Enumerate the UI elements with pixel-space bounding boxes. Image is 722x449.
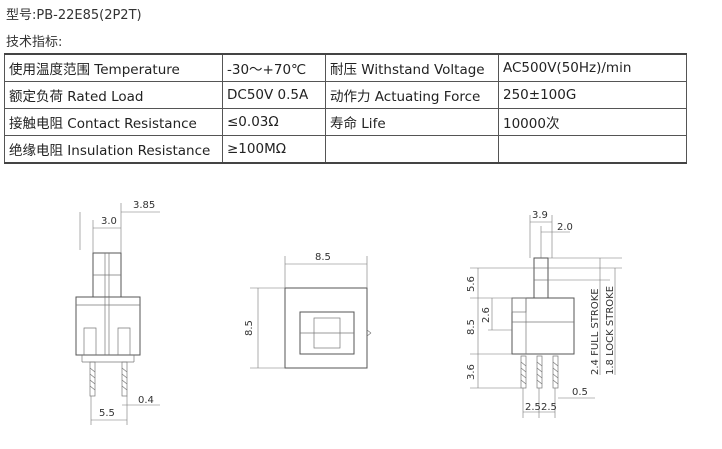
top-dim-width: 8.5 [315,252,331,263]
top-dim-height: 8.5 [244,320,255,336]
spec-cell [498,135,687,164]
front-dim-left-a: 5.6 [466,276,477,292]
side-dim-top-a: 3.0 [101,216,117,227]
front-dim-left-d: 3.6 [466,364,477,380]
spec-cell: 寿命 Life [325,108,499,136]
spec-cell: DC50V 0.5A [222,81,326,109]
spec-cell: AC500V(50Hz)/min [498,53,687,82]
spec-cell: 额定负荷 Rated Load [4,81,223,109]
front-dim-top-b: 2.0 [557,222,573,233]
spec-cell: ≤0.03Ω [222,108,326,136]
side-dim-bottom-b: 0.4 [138,395,154,406]
front-view: 2.4 FULL STROKE 1.8 LOCK STROKE 3.9 2.0 … [466,210,622,418]
front-dim-bottom-b: 2.5 [541,402,557,413]
side-dim-top-b: 3.85 [133,200,155,211]
table-row: 额定负荷 Rated Load DC50V 0.5A 动作力 Actuating… [4,81,687,109]
front-dim-top-a: 3.9 [532,210,548,221]
side-dim-bottom-a: 5.5 [99,408,115,419]
spec-cell: 使用温度范围 Temperature [4,53,223,82]
top-view: 8.5 8.5 [244,252,372,369]
lock-stroke-label: 1.8 LOCK STROKE [605,286,616,375]
front-dim-left-c: 2.6 [481,307,492,323]
side-view: 3.0 3.85 5.5 0.4 [75,200,160,425]
front-dim-bottom-c: 0.5 [572,387,588,398]
front-dim-bottom-a: 2.5 [525,402,541,413]
model-number: 型号:PB-22E85(2P2T) [6,8,142,23]
spec-cell: 10000次 [498,108,687,136]
spec-cell: 绝缘电阻 Insulation Resistance [4,135,223,164]
spec-cell: 动作力 Actuating Force [325,81,499,109]
full-stroke-label: 2.4 FULL STROKE [590,288,601,375]
spec-table: 使用温度范围 Temperature -30～+70℃ 耐压 Withstand… [4,53,687,164]
spec-cell: 耐压 Withstand Voltage [325,53,499,82]
table-row: 绝缘电阻 Insulation Resistance ≥100MΩ [4,135,687,164]
table-row: 接触电阻 Contact Resistance ≤0.03Ω 寿命 Life 1… [4,108,687,136]
front-dim-left-b: 8.5 [466,319,477,335]
spec-cell [325,135,499,164]
spec-cell: 250±100G [498,81,687,109]
table-row: 使用温度范围 Temperature -30～+70℃ 耐压 Withstand… [4,53,687,82]
spec-heading: 技术指标: [6,35,63,50]
spec-cell: ≥100MΩ [222,135,326,164]
spec-cell: 接触电阻 Contact Resistance [4,108,223,136]
